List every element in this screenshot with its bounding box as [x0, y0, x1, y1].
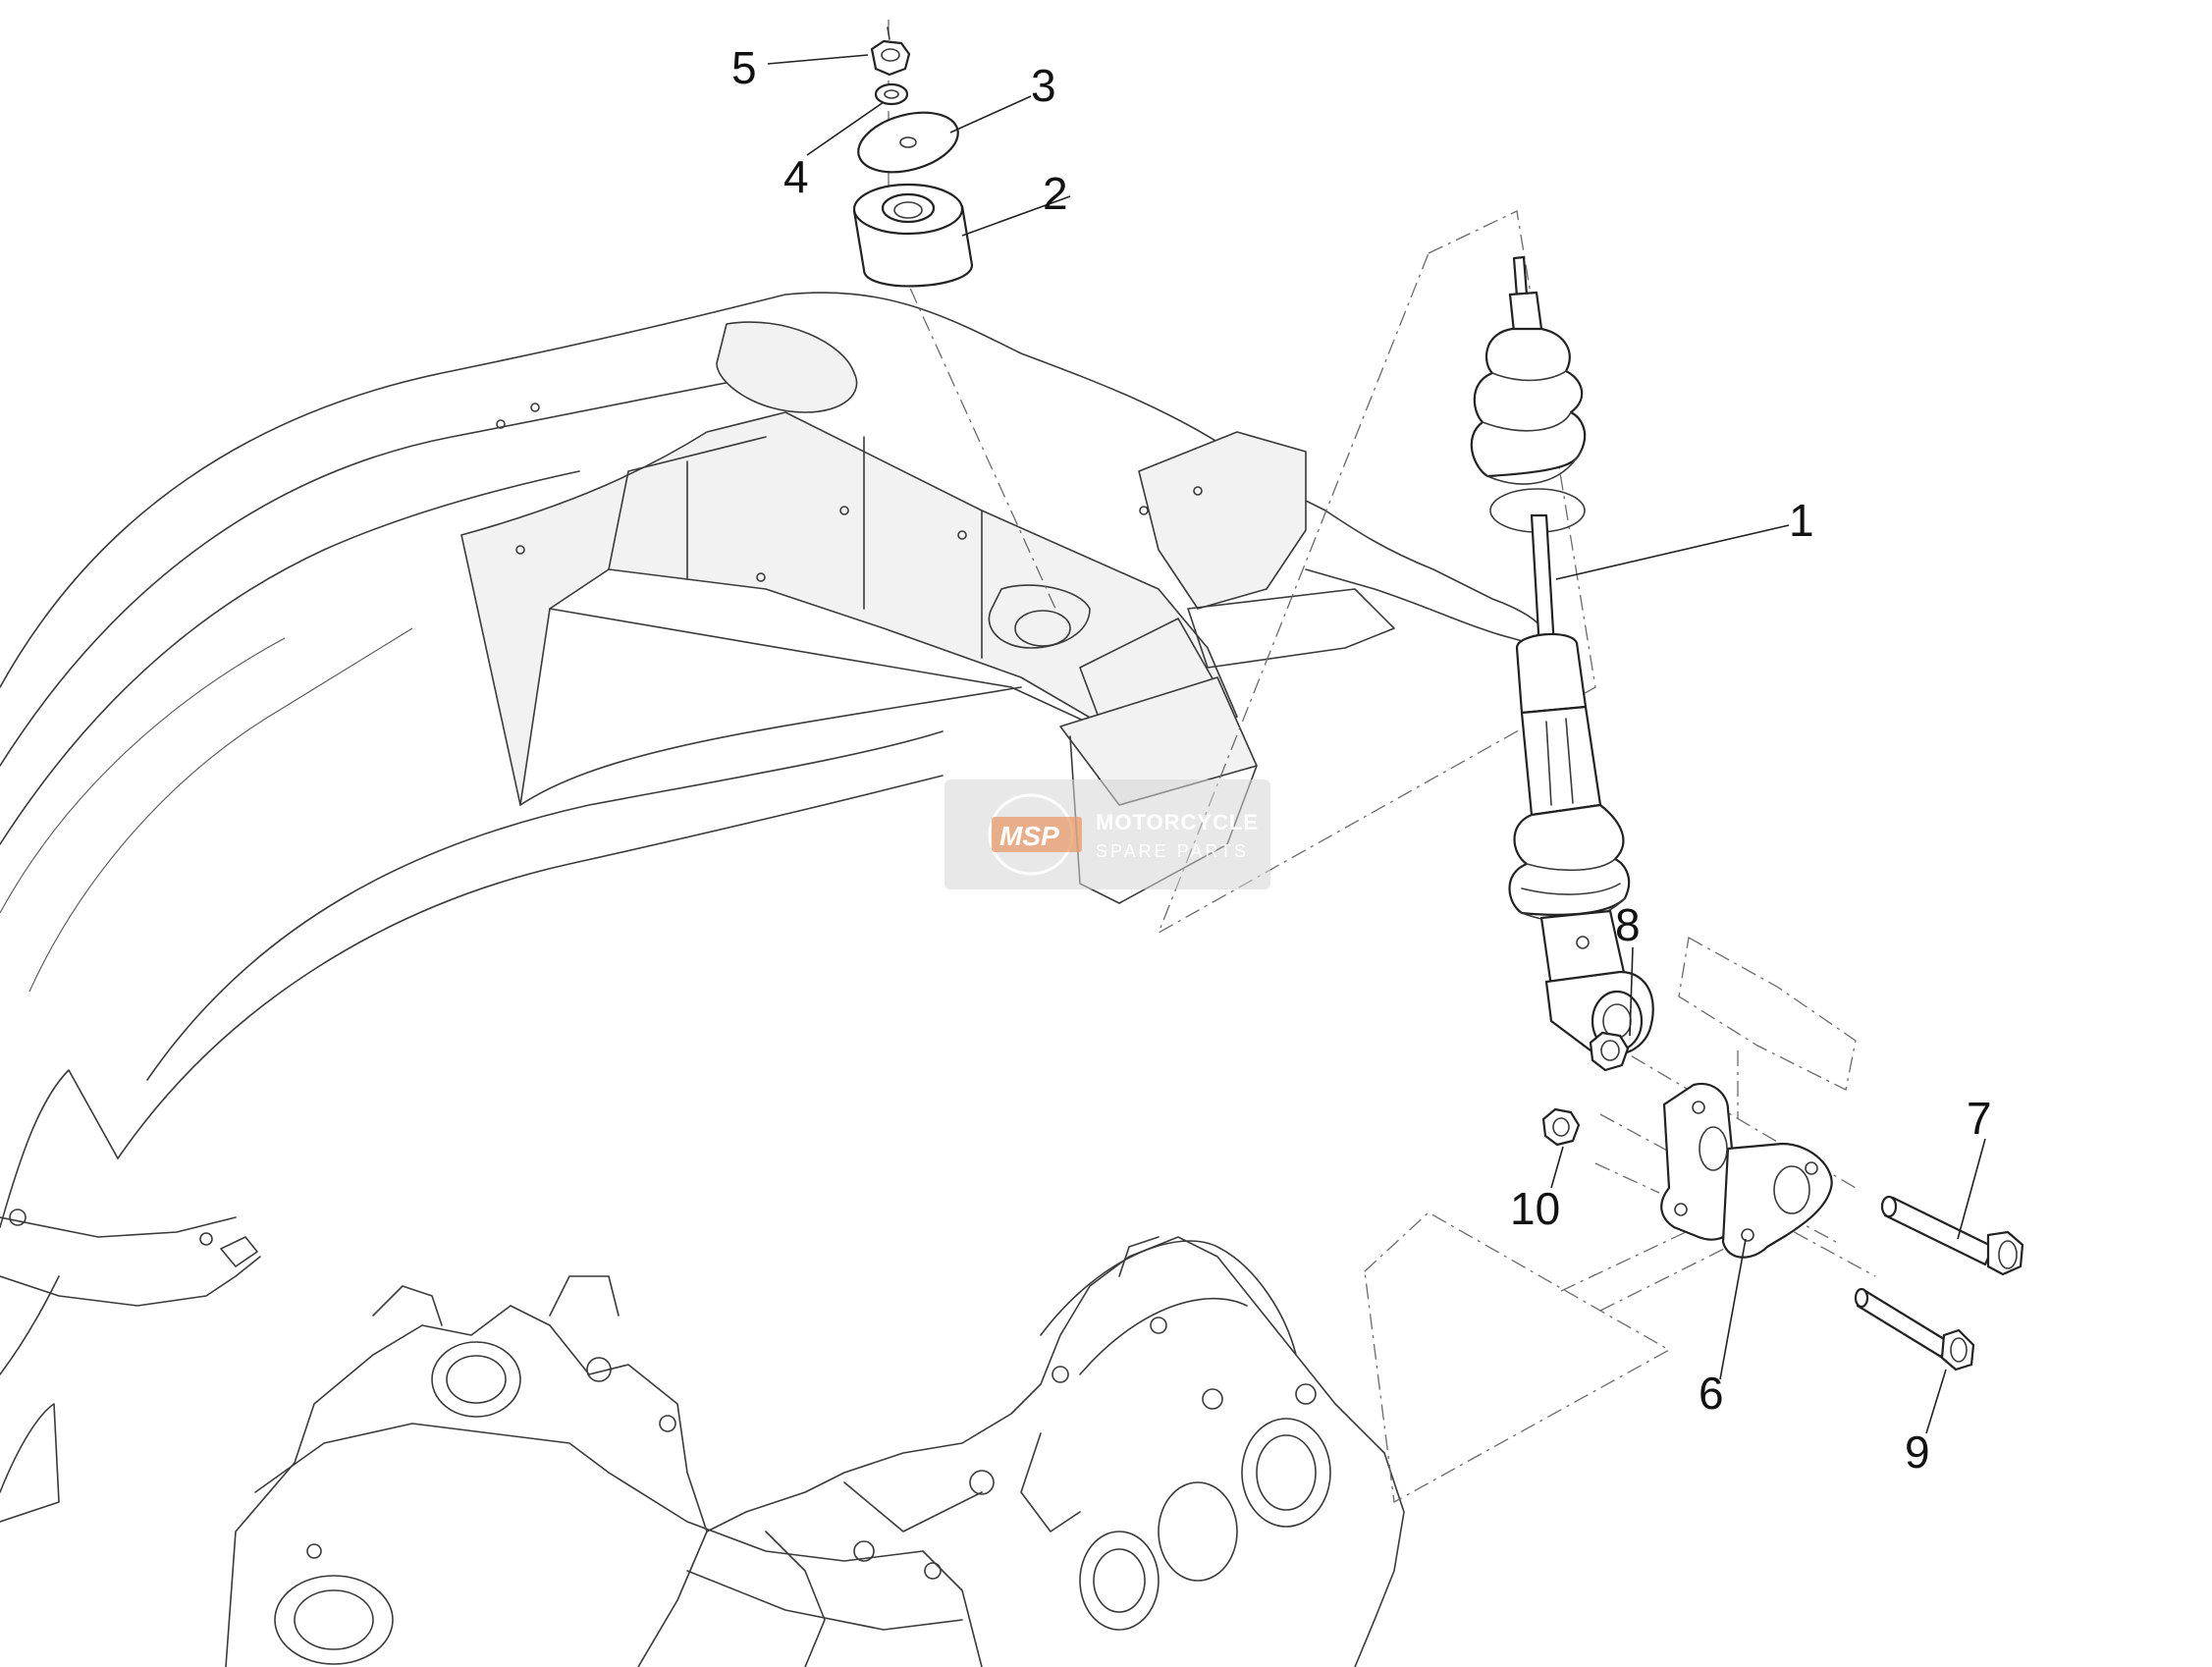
- callout-10: 10: [1510, 1183, 1560, 1234]
- callout-4: 4: [783, 151, 809, 202]
- part-7-hex-flange-bolt: [1880, 1195, 2024, 1276]
- part-9-socket-screw: [1854, 1287, 1975, 1371]
- part-2-rubber-bush: [852, 183, 974, 288]
- watermark-line1: MOTORCYCLE: [1096, 810, 1259, 834]
- assembly-guide-lines: [888, 20, 1876, 1504]
- callout-3: 3: [1031, 60, 1056, 111]
- callout-9: 9: [1905, 1426, 1930, 1478]
- part-8-nut-upper: [1589, 1031, 1630, 1072]
- callout-6: 6: [1699, 1368, 1724, 1419]
- part-4-washer-small: [874, 82, 909, 106]
- watermark-line2: SPARE PARTS: [1096, 841, 1249, 861]
- callout-leader-lines: [767, 54, 1986, 1434]
- callout-2: 2: [1043, 168, 1068, 219]
- callout-8: 8: [1615, 899, 1641, 950]
- scooter-frame-body: [0, 292, 1548, 1523]
- engine-crankcase: [225, 1236, 1405, 1667]
- callout-5: 5: [731, 42, 757, 93]
- part-1-shock-absorber: [1470, 255, 1654, 1056]
- watermark-logo: MSP: [999, 821, 1059, 851]
- callout-numbers: 1 2 3 4 5 6 7 8 9 10: [731, 42, 1992, 1478]
- part-5-nut-top: [870, 27, 911, 77]
- callout-7: 7: [1967, 1093, 1992, 1144]
- part-6-mounting-bracket: [1660, 1082, 1833, 1259]
- part-10-nut-lower: [1541, 1107, 1581, 1147]
- part-3-washer-large: [857, 111, 959, 174]
- watermark: MSP MOTORCYCLE SPARE PARTS: [944, 780, 1270, 889]
- callout-1: 1: [1789, 495, 1814, 546]
